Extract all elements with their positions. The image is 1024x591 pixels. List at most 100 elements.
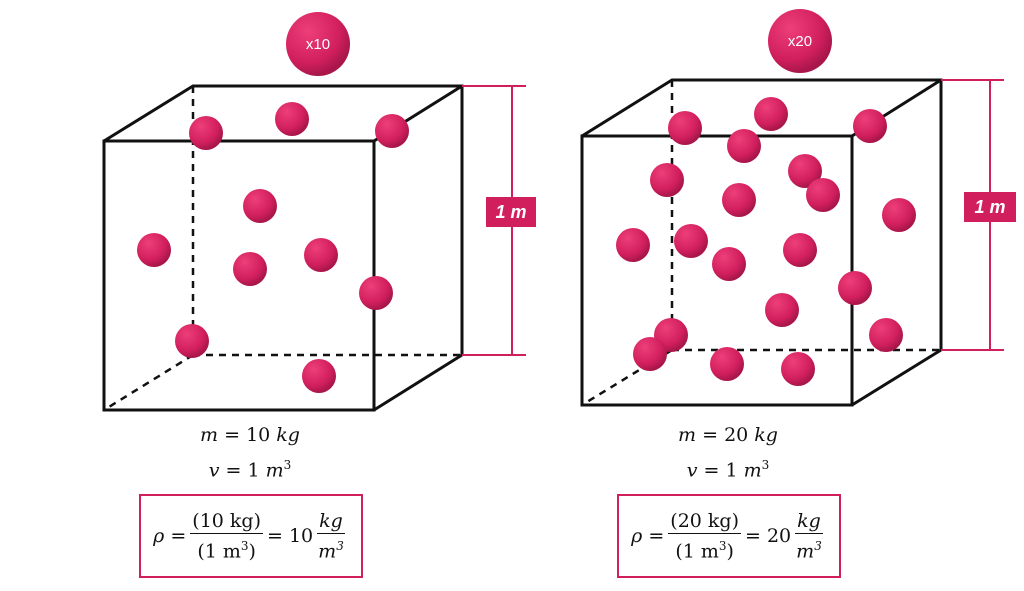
equals-sign: =	[745, 525, 761, 547]
dimension-label-box	[964, 192, 1016, 222]
particle	[781, 352, 815, 386]
particle	[838, 271, 872, 305]
particle	[727, 129, 761, 163]
cube-edge	[373, 353, 463, 412]
badge-text: x10	[306, 36, 330, 53]
unit-denominator-text: m	[318, 540, 337, 563]
particle	[869, 318, 903, 352]
dimension-right: 1 m	[941, 79, 1016, 351]
particle	[359, 276, 393, 310]
equals-sign: =	[267, 525, 283, 547]
denominator-exponent: 3	[240, 538, 249, 553]
volume-equation-left: v = 1 m3	[209, 458, 292, 481]
fraction-numerator: (10 kg)	[190, 509, 263, 534]
dimension-label-box	[486, 197, 536, 227]
particle	[806, 178, 840, 212]
particle	[788, 154, 822, 188]
unit-denominator-text: m	[796, 540, 815, 563]
volume-unit: m	[265, 459, 284, 482]
badge-circle	[286, 12, 350, 76]
particle	[175, 324, 209, 358]
equals-sign: =	[225, 459, 242, 482]
unit-fraction: kg m3	[317, 510, 345, 562]
particle	[189, 116, 223, 150]
badge-circle	[768, 9, 832, 73]
mass-equation-left: m = 10 kg	[200, 424, 300, 446]
unit-fraction: kg m3	[795, 510, 823, 562]
rho-symbol: ρ	[153, 525, 165, 547]
density-formula-right: ρ = (20 kg) (1 m3) = 20 kg m3	[617, 494, 841, 578]
particle	[765, 293, 799, 327]
denominator-exponent: 3	[718, 538, 727, 553]
dimension-label: 1 m	[974, 197, 1005, 217]
cube-front-face	[580, 134, 854, 407]
volume-value: 1	[725, 459, 738, 482]
cube-back-edges	[103, 84, 464, 355]
fraction-denominator: (1 m3)	[675, 534, 734, 562]
fraction: (10 kg) (1 m3)	[190, 510, 263, 562]
density-result: 20	[766, 525, 792, 547]
volume-exponent: 3	[283, 458, 292, 472]
density-result: 10	[288, 525, 314, 547]
mass-value: 10	[246, 424, 271, 446]
rho-symbol: ρ	[631, 525, 643, 547]
unit-denominator: m3	[318, 534, 344, 562]
mass-symbol: m	[678, 424, 697, 446]
hidden-edge	[103, 353, 194, 412]
equals-sign: =	[702, 424, 719, 446]
unit-numerator: kg	[317, 509, 345, 534]
volume-equation-right: v = 1 m3	[687, 458, 770, 481]
fraction: (20 kg) (1 m3)	[668, 510, 741, 562]
dimension-left: 1 m	[462, 85, 536, 356]
fraction-numerator: (20 kg)	[668, 509, 741, 534]
particle	[243, 189, 277, 223]
particle	[674, 224, 708, 258]
denominator-close: )	[248, 540, 256, 563]
denominator-close: )	[726, 540, 734, 563]
particle	[710, 347, 744, 381]
particle	[650, 163, 684, 197]
count-badge-left: x10	[286, 12, 350, 76]
volume-symbol: v	[686, 459, 698, 482]
particle	[304, 238, 338, 272]
equals-sign: =	[648, 525, 665, 547]
count-badge-right: x20	[768, 9, 832, 73]
equals-sign: =	[170, 525, 187, 547]
unit-denominator-exponent: 3	[814, 538, 822, 553]
particle	[668, 111, 702, 145]
denominator-text: (1 m	[197, 540, 241, 563]
unit-denominator-exponent: 3	[336, 538, 344, 553]
mass-value: 20	[724, 424, 749, 446]
equals-sign: =	[703, 459, 720, 482]
particle	[616, 228, 650, 262]
particle	[302, 359, 336, 393]
left-particles	[137, 102, 409, 393]
cube-back-edges	[581, 78, 943, 350]
fraction-denominator: (1 m3)	[197, 534, 256, 562]
particle	[712, 247, 746, 281]
particle	[233, 252, 267, 286]
mass-equation-right: m = 20 kg	[678, 424, 778, 446]
particle	[633, 337, 667, 371]
volume-value: 1	[247, 459, 260, 482]
denominator-text: (1 m	[675, 540, 719, 563]
particle	[275, 102, 309, 136]
particle	[853, 109, 887, 143]
equals-sign: =	[224, 424, 241, 446]
cube-edge	[851, 348, 942, 407]
particle	[783, 233, 817, 267]
density-formula-left: ρ = (10 kg) (1 m3) = 10 kg m3	[139, 494, 363, 578]
right-particles	[616, 97, 916, 386]
particle	[722, 183, 756, 217]
badge-text: x20	[788, 33, 812, 50]
particle	[882, 198, 916, 232]
left-cube	[102, 84, 464, 412]
volume-unit: m	[743, 459, 762, 482]
volume-symbol: v	[208, 459, 220, 482]
mass-symbol: m	[200, 424, 219, 446]
particle	[137, 233, 171, 267]
particle	[754, 97, 788, 131]
cube-front-face	[102, 139, 376, 412]
unit-numerator: kg	[795, 509, 823, 534]
